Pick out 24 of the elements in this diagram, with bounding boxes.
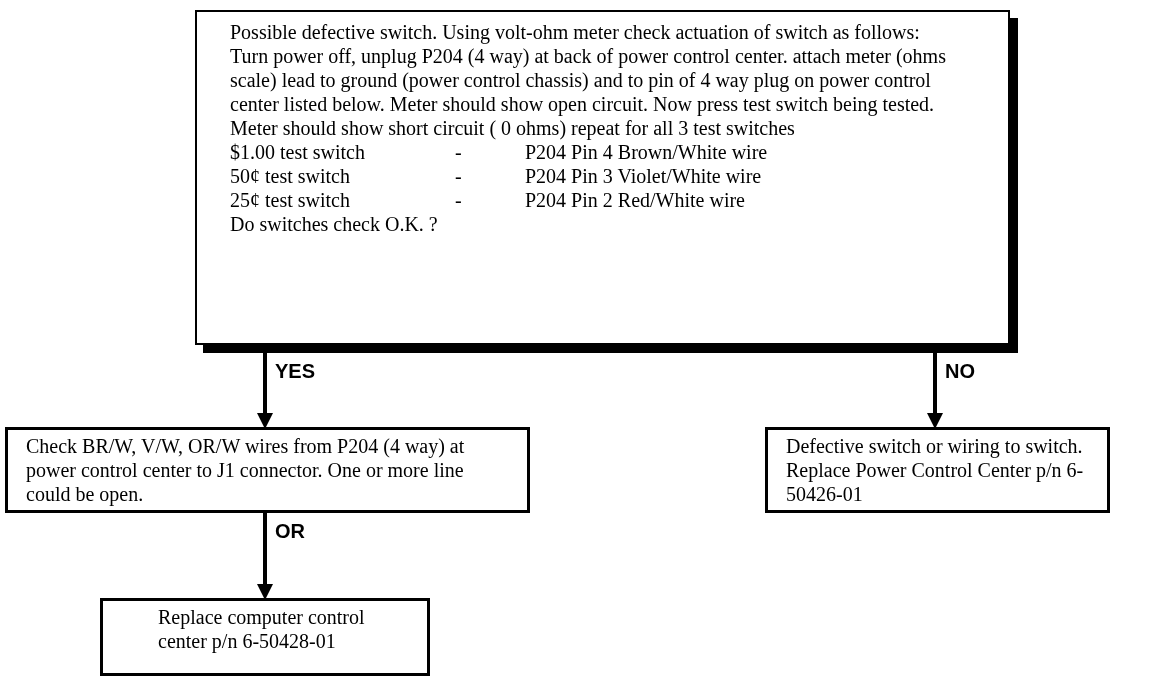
box-text: Possible defective switch. Using volt-ohm meter check actuation of switch as follows:	[230, 20, 921, 44]
box-text: P204 Pin 2 Red/White wire	[525, 188, 746, 212]
box-text: 50¢ test switch	[230, 164, 351, 188]
process-box	[5, 427, 530, 513]
box-text: -	[455, 188, 463, 212]
box-text: 25¢ test switch	[230, 188, 351, 212]
box-text: P204 Pin 3 Violet/White wire	[525, 164, 763, 188]
box-text: Check BR/W, V/W, OR/W wires from P204 (4 way) at power control center to J1 connector. One or more line could be open.	[26, 434, 466, 506]
edge-label: NO	[945, 361, 975, 381]
box-text: Turn power off, unplug P204 (4 way) at back of power control center. attach meter (ohms scale) lead to ground (power control chassis) and to pin of 4 way plug on power control center listed below. Meter should show open circuit. Now press test switch being tested. Meter should show short circuit ( 0 ohms) repeat for all 3 test switches	[230, 44, 947, 140]
arrow	[927, 353, 943, 429]
process-box	[765, 427, 1110, 513]
box-text: Defective switch or wiring to switch. Replace Power Control Center p/n 6-50426-01	[786, 434, 1085, 506]
edge-label: YES	[275, 361, 316, 381]
arrow	[257, 513, 273, 600]
box-text: Replace computer control center p/n 6-50428-01	[158, 605, 366, 653]
edge-label: OR	[275, 521, 305, 541]
arrow	[257, 353, 273, 429]
box-text: -	[455, 164, 463, 188]
box-text: P204 Pin 4 Brown/White wire	[525, 140, 769, 164]
box-text: Do switches check O.K. ?	[230, 212, 439, 236]
process-box	[100, 598, 430, 676]
box-text: -	[455, 140, 463, 164]
box-text: $1.00 test switch	[230, 140, 366, 164]
